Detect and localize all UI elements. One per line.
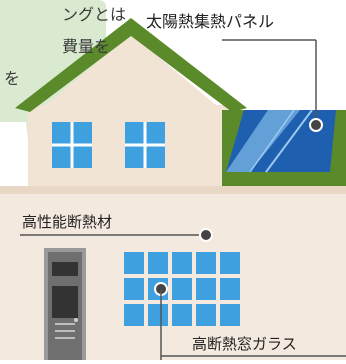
roof [15,18,247,112]
solar-panel-leader [222,39,323,132]
gable-wall [40,34,222,110]
solar-panel-highlight [226,110,300,172]
window-glass-label: 高断熱窓ガラス [192,335,297,353]
front-door [44,248,86,360]
bubble-line-2: 費量を [62,37,111,56]
solar-panel-label: 太陽熱集熱パネル [146,12,275,31]
floor-band [0,186,346,194]
bubble-line-1: ングとは [62,5,127,24]
upper-window-left [52,122,92,168]
insulation-leader [20,228,213,242]
insulation-label: 高性能断熱材 [22,213,113,231]
window-glass-leader [154,282,346,360]
upper-window-right [125,122,165,168]
bubble-line-3: を [4,69,21,88]
lower-window-grid [124,252,240,326]
